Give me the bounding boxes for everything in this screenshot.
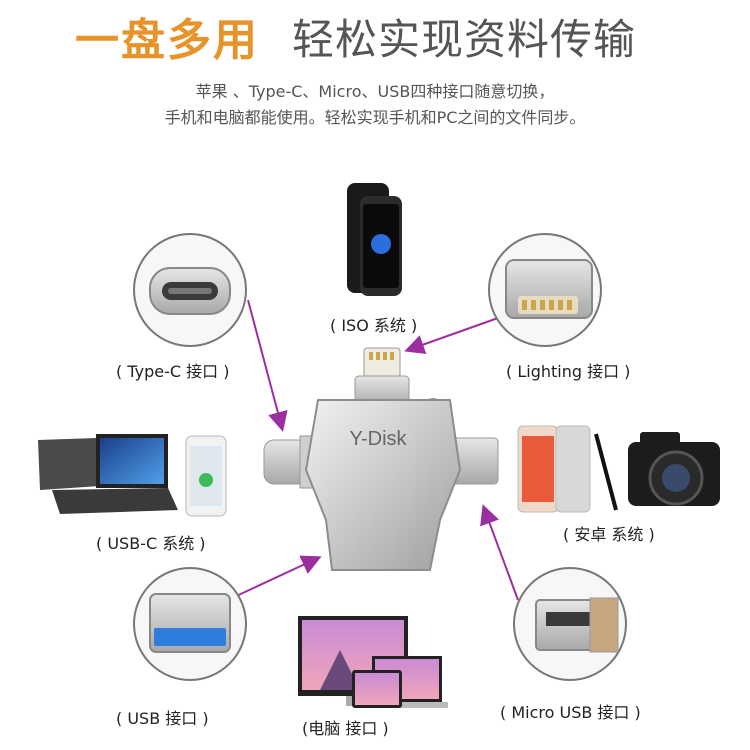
arrow-lighting (404, 317, 499, 355)
arrows (231, 299, 519, 601)
subtitle-line-2: 手机和电脑都能使用。轻松实现手机和PC之间的文件同步。 (164, 108, 586, 127)
page-title: 一盘多用 轻松实现资料传输 (0, 0, 750, 70)
device-brand: Y-Disk (349, 428, 407, 450)
subtitle-line-1: 苹果 、Type-C、Micro、USB四种接口随意切换， (195, 82, 555, 101)
title-highlight: 一盘多用 (75, 15, 259, 66)
typec-connector-image (133, 233, 247, 347)
arrow-typec (247, 299, 288, 432)
ydisk-device-image: Y-Disk (263, 347, 499, 571)
laptop-and-phone-image (38, 434, 227, 517)
arrow-micro (480, 504, 519, 601)
label-usb: ( USB 接口 ) (116, 709, 209, 728)
micro-usb-connector-image (513, 567, 627, 681)
label-micro: ( Micro USB 接口 ) (500, 703, 641, 722)
label-iso: ( ISO 系统 ) (330, 316, 418, 335)
iphone-image (347, 183, 402, 296)
lightning-connector-image (488, 233, 602, 347)
title-rest: 轻松实现资料传输 (292, 15, 637, 64)
label-usbc: ( USB-C 系统 ) (96, 534, 206, 553)
label-android: ( 安卓 系统 ) (563, 525, 655, 544)
usb-connector-image (133, 567, 247, 681)
label-typec: ( Type-C 接口 ) (116, 362, 230, 381)
label-pc: (电脑 接口 ) (302, 719, 389, 738)
android-and-camera-image (517, 425, 720, 513)
arrow-usb (231, 555, 322, 599)
computer-devices-image (298, 616, 448, 708)
label-lighting: ( Lighting 接口 ) (506, 362, 631, 381)
